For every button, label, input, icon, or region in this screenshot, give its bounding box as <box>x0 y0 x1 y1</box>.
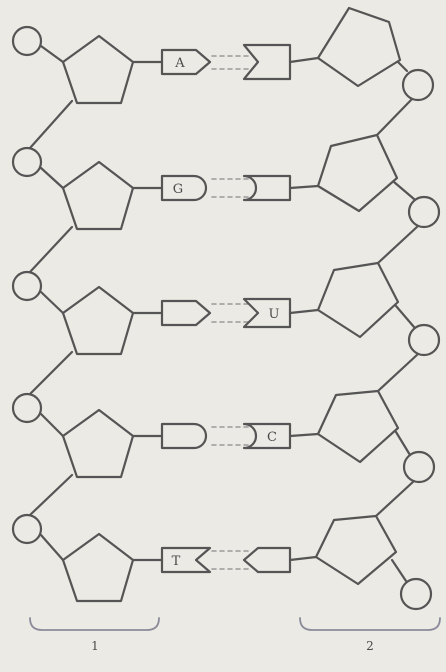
left-backbone-bond <box>30 475 72 515</box>
hydrogen-bonds <box>212 56 248 569</box>
right-sugar <box>318 8 400 86</box>
right-sugar-base-bond <box>290 58 318 62</box>
left-strand-label: 1 <box>91 639 99 653</box>
left-backbone-bond <box>41 535 63 560</box>
right-phosphate <box>409 325 439 355</box>
right-backbone-bond <box>398 62 407 71</box>
left-sugar <box>63 410 133 477</box>
right-phosphate <box>409 197 439 227</box>
right-sugar <box>316 516 396 584</box>
right-phosphate <box>401 579 431 609</box>
left-phosphate <box>13 515 41 543</box>
left-phosphate <box>13 394 41 422</box>
right-backbone-bond <box>396 306 414 327</box>
right-backbone-bond <box>378 226 418 263</box>
left-backbone-bond <box>41 292 63 313</box>
right-backbone-bond <box>376 481 414 516</box>
right-base-shape <box>244 548 290 572</box>
right-backbone-bond <box>378 354 418 391</box>
left-backbone-bond <box>30 227 72 272</box>
base-letters: A G U C T <box>172 56 280 569</box>
right-backbone-bond <box>377 99 412 135</box>
left-base-shape <box>162 548 210 572</box>
left-base-shape <box>162 50 210 74</box>
left-sugar <box>63 162 133 229</box>
left-phosphate <box>13 148 41 176</box>
right-backbone-bond <box>396 432 410 455</box>
left-base-letter: G <box>173 182 183 197</box>
right-sugar-base-bond <box>290 557 316 560</box>
right-base-shape <box>244 45 290 79</box>
left-base-shape <box>162 301 210 325</box>
right-base-shape <box>244 176 290 200</box>
left-strand <box>13 27 162 601</box>
left-backbone-bond <box>30 101 72 148</box>
right-sugar-base-bond <box>290 310 318 313</box>
left-strand-bracket <box>30 618 159 630</box>
left-bases <box>162 50 210 572</box>
left-phosphate <box>13 27 41 55</box>
right-phosphate <box>404 452 434 482</box>
left-sugar <box>63 287 133 354</box>
right-sugar <box>318 135 397 211</box>
left-sugar <box>63 36 133 103</box>
left-backbone-bond <box>41 168 63 188</box>
left-backbone-bond <box>41 46 63 62</box>
right-base-letter: C <box>267 430 277 445</box>
right-sugar-base-bond <box>290 434 318 436</box>
right-base-letter: U <box>269 307 280 322</box>
right-strand-label: 2 <box>366 639 374 653</box>
left-backbone-bond <box>30 352 72 394</box>
right-sugar-base-bond <box>290 186 318 188</box>
left-phosphate <box>13 272 41 300</box>
left-base-letter: A <box>174 56 185 71</box>
right-sugar <box>318 263 398 337</box>
left-base-letter: T <box>172 554 181 569</box>
left-backbone-bond <box>41 414 63 436</box>
right-sugar <box>318 391 398 462</box>
left-base-shape <box>162 424 206 448</box>
right-backbone-bond <box>394 182 414 199</box>
right-bases <box>244 45 290 572</box>
right-strand <box>290 8 439 609</box>
left-sugar <box>63 534 133 601</box>
left-base-shape <box>162 176 206 200</box>
right-strand-bracket <box>300 618 440 630</box>
right-base-shape <box>244 299 290 327</box>
right-phosphate <box>403 70 433 100</box>
right-backbone-bond <box>392 560 406 581</box>
